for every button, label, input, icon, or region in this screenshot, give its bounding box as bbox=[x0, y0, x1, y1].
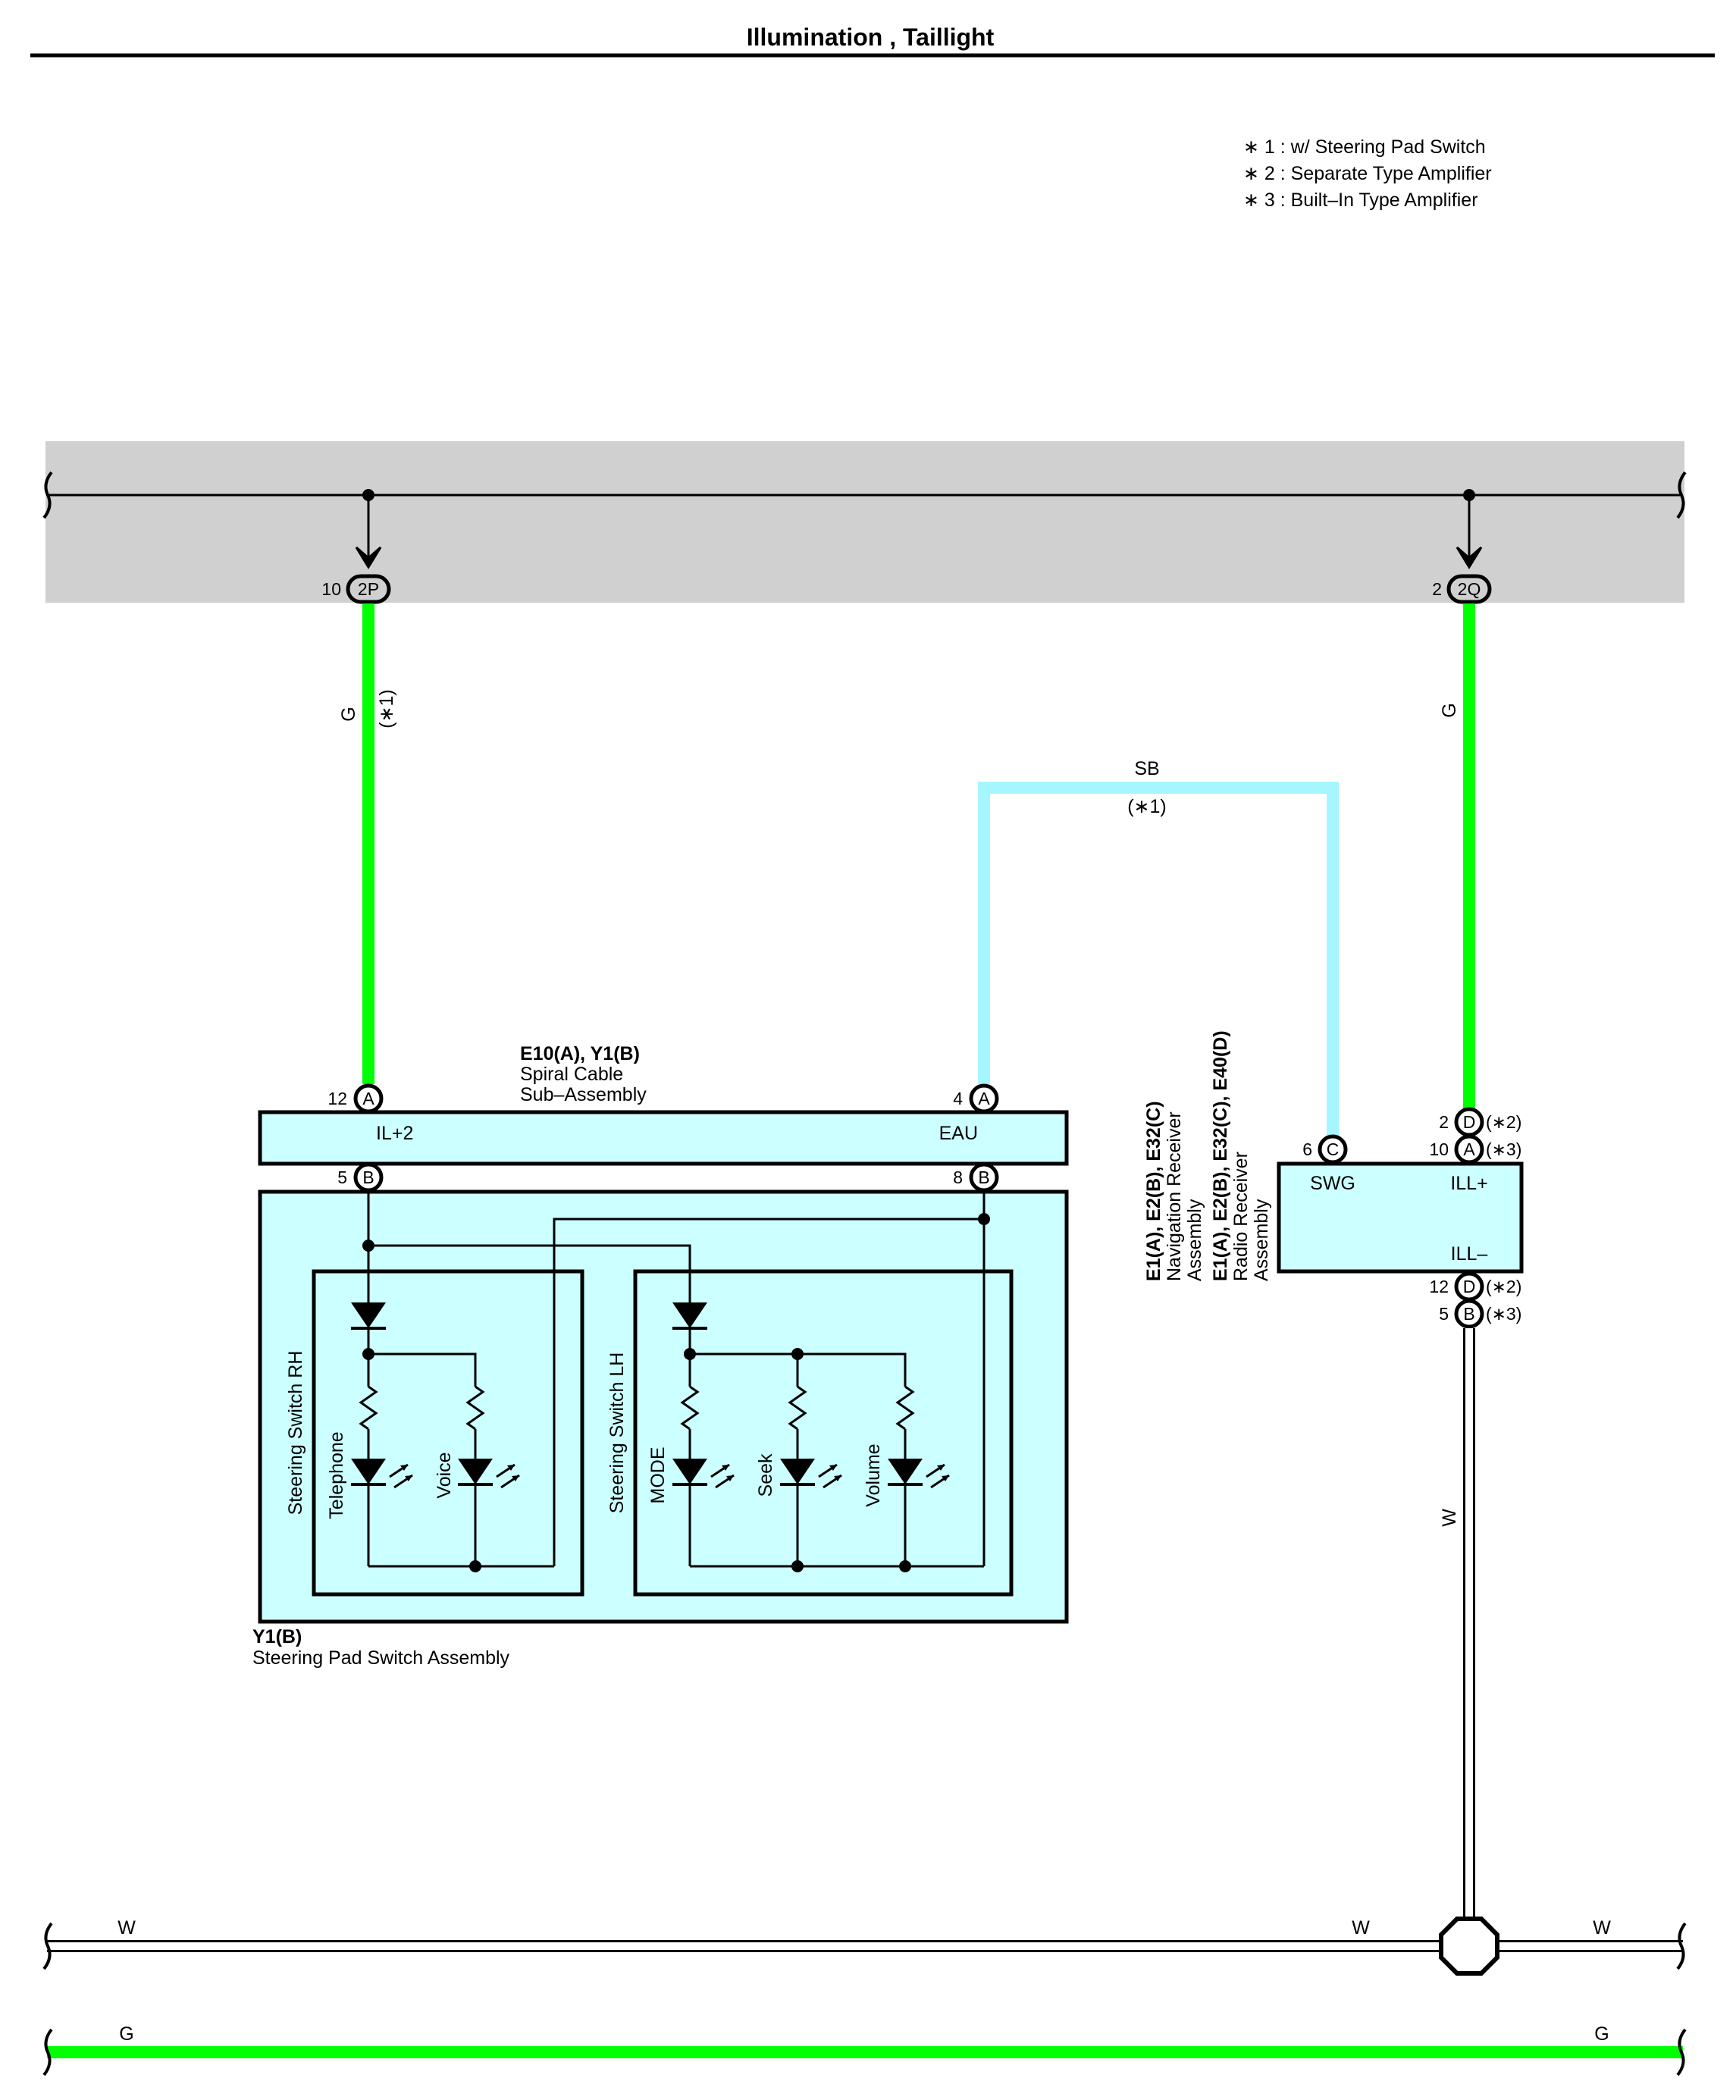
receiver-terminal-ill-plus: ILL+ bbox=[1450, 1173, 1487, 1194]
spiral-cable-name-1: Spiral Cable bbox=[520, 1064, 623, 1085]
receiver-pin-illm-b-num: 5 bbox=[1439, 1304, 1449, 1324]
bus-white-label-left: W bbox=[118, 1917, 136, 1939]
bus-white-break-right bbox=[1676, 1922, 1687, 1970]
splice-point bbox=[1439, 1917, 1499, 1976]
receiver-pin-illp-b-note: (∗3) bbox=[1486, 1139, 1521, 1159]
receiver-nav-name-2: Assembly bbox=[1184, 1199, 1205, 1281]
led-telephone-label: Telephone bbox=[326, 1431, 347, 1519]
spiral-pin-top-right bbox=[969, 1083, 999, 1114]
spiral-cable-box bbox=[258, 1110, 1069, 1166]
diode-rh bbox=[351, 1302, 386, 1330]
receiver-terminal-ill-minus: ILL– bbox=[1451, 1243, 1488, 1265]
led-voice-label: Voice bbox=[434, 1452, 455, 1498]
spiral-terminal-eau: EAU bbox=[939, 1123, 978, 1144]
receiver-pin-illp-b-conn: A bbox=[1463, 1139, 1475, 1159]
note-1: ∗ 1 : w/ Steering Pad Switch bbox=[1243, 136, 1486, 158]
spiral-pin-bottom-right-num: 8 bbox=[953, 1168, 963, 1187]
led-volume bbox=[888, 1459, 950, 1489]
page-title: Illumination , Taillight bbox=[747, 24, 995, 51]
receiver-pin-swg-conn: C bbox=[1327, 1139, 1340, 1159]
switch-rh-label: Steering Switch RH bbox=[285, 1351, 306, 1515]
j2q-connector bbox=[1446, 574, 1492, 604]
receiver-pin-swg-num: 6 bbox=[1302, 1139, 1312, 1159]
break-mark-right bbox=[1676, 471, 1687, 519]
spiral-cable-id: E10(A), Y1(B) bbox=[520, 1043, 640, 1064]
spiral-pin-bottom-left-num: 5 bbox=[337, 1168, 347, 1187]
bus-green-label-right: G bbox=[1594, 2023, 1609, 2045]
j2p-pin-number: 10 bbox=[321, 579, 341, 599]
receiver-pin-illm-a-note: (∗2) bbox=[1486, 1277, 1521, 1296]
spiral-pin-bottom-right-conn: B bbox=[978, 1168, 989, 1187]
junction-band bbox=[45, 441, 1684, 603]
led-seek-label: Seek bbox=[755, 1453, 776, 1497]
steering-pad-name: Steering Pad Switch Assembly bbox=[252, 1647, 510, 1669]
receiver-box bbox=[1277, 1161, 1524, 1274]
receiver-pin-illp-a-conn: D bbox=[1463, 1112, 1476, 1132]
bus-green-label-left: G bbox=[119, 2023, 133, 2045]
bus-green-break-left bbox=[42, 2028, 53, 2076]
wire-green-right-color-label: G bbox=[1439, 703, 1460, 717]
j2p-connector bbox=[346, 574, 391, 604]
led-telephone bbox=[351, 1459, 413, 1489]
j2q-code: 2Q bbox=[1458, 579, 1481, 599]
wire-green-left-color-label: G bbox=[338, 707, 359, 721]
led-mode-label: MODE bbox=[647, 1447, 669, 1504]
spiral-terminal-il2: IL+2 bbox=[376, 1123, 413, 1144]
j2p-arrow bbox=[355, 546, 382, 569]
receiver-pin-illm-a-num: 12 bbox=[1429, 1277, 1449, 1296]
j2q-pin-number: 2 bbox=[1432, 579, 1442, 599]
switch-rh-box bbox=[312, 1269, 584, 1597]
internal-junction-dots bbox=[362, 1213, 990, 1572]
receiver-nav-id: E1(A), E2(B), E32(C) bbox=[1143, 1101, 1164, 1281]
receiver-pin-illm-b-note: (∗3) bbox=[1486, 1304, 1521, 1324]
receiver-pin-illp-b bbox=[1454, 1134, 1484, 1164]
note-3: ∗ 3 : Built–In Type Amplifier bbox=[1243, 190, 1478, 211]
receiver-pin-illp-a-note: (∗2) bbox=[1486, 1112, 1521, 1132]
receiver-pin-illp-b-num: 10 bbox=[1429, 1139, 1449, 1159]
bus-white-label-right: W bbox=[1593, 1917, 1611, 1939]
spiral-pin-top-left bbox=[353, 1083, 384, 1114]
switch-lh-box bbox=[633, 1269, 1014, 1597]
j2p-code: 2P bbox=[358, 579, 379, 599]
receiver-radio-name-2: Assembly bbox=[1251, 1199, 1272, 1281]
receiver-pin-swg bbox=[1318, 1134, 1348, 1164]
switch-lh-label: Steering Switch LH bbox=[606, 1352, 628, 1514]
bus-white-break-left bbox=[42, 1922, 53, 1970]
wire-sb-color-label: SB bbox=[1134, 758, 1159, 779]
led-mode bbox=[672, 1459, 735, 1489]
spiral-pin-top-right-num: 4 bbox=[953, 1089, 963, 1108]
spiral-pin-top-left-num: 12 bbox=[327, 1089, 347, 1108]
spiral-pin-top-left-conn: A bbox=[362, 1089, 374, 1108]
receiver-radio-id: E1(A), E2(B), E32(C), E40(D) bbox=[1210, 1030, 1231, 1281]
internal-wiring bbox=[359, 1190, 986, 1568]
spiral-pin-bottom-left-conn: B bbox=[362, 1168, 374, 1187]
wire-sb-note: (∗1) bbox=[1127, 796, 1167, 817]
receiver-terminal-swg: SWG bbox=[1310, 1173, 1355, 1194]
spiral-cable-name-2: Sub–Assembly bbox=[520, 1084, 647, 1105]
wire-green-left-note: (∗1) bbox=[376, 689, 397, 729]
receiver-pin-illm-b bbox=[1454, 1299, 1484, 1329]
note-2: ∗ 2 : Separate Type Amplifier bbox=[1243, 163, 1492, 184]
break-mark-left bbox=[42, 471, 53, 519]
spiral-pin-top-right-conn: A bbox=[978, 1089, 990, 1108]
bus-green-break-right bbox=[1676, 2028, 1687, 2076]
wire-white-vertical-label: W bbox=[1439, 1509, 1460, 1527]
wire-sb bbox=[978, 782, 1339, 1136]
led-voice bbox=[458, 1459, 520, 1489]
led-seek bbox=[780, 1459, 842, 1489]
receiver-pin-illm-b-conn: B bbox=[1463, 1304, 1474, 1324]
steering-pad-box bbox=[258, 1189, 1069, 1624]
j2q-arrow bbox=[1456, 546, 1483, 569]
steering-pad-id: Y1(B) bbox=[252, 1626, 302, 1647]
receiver-nav-name-1: Navigation Receiver bbox=[1164, 1111, 1185, 1281]
receiver-pin-illp-a-num: 2 bbox=[1439, 1112, 1449, 1132]
bus-white-label-mid: W bbox=[1352, 1917, 1370, 1939]
led-volume-label: Volume bbox=[863, 1443, 884, 1506]
diode-lh bbox=[672, 1302, 707, 1330]
receiver-radio-name-1: Radio Receiver bbox=[1230, 1152, 1252, 1281]
receiver-pin-illm-a-conn: D bbox=[1463, 1277, 1476, 1296]
